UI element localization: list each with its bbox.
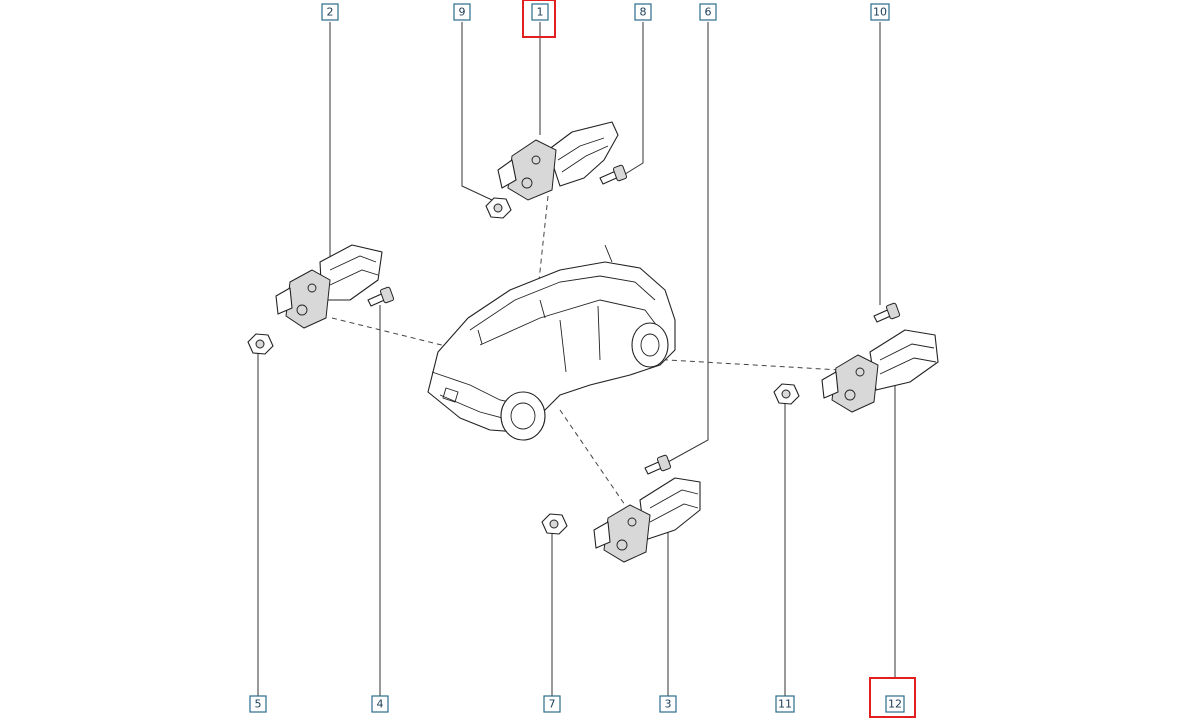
leader-lines (257, 22, 896, 696)
callout-10[interactable]: 10 (870, 3, 890, 21)
svg-text:12: 12 (888, 698, 902, 711)
door-check-strap-part-1 (497, 121, 619, 201)
svg-text:7: 7 (549, 698, 556, 711)
callout-labels: 1 2 3 4 5 6 7 8 (249, 0, 916, 718)
callout-8[interactable]: 8 (634, 3, 652, 21)
callout-1[interactable]: 1 (522, 0, 556, 38)
callout-11[interactable]: 11 (775, 695, 795, 713)
svg-text:9: 9 (459, 6, 466, 19)
callout-9[interactable]: 9 (453, 3, 471, 21)
svg-text:11: 11 (778, 698, 792, 711)
callout-12[interactable]: 12 (869, 677, 916, 718)
svg-text:2: 2 (327, 6, 334, 19)
bolt-part-10 (873, 302, 901, 323)
svg-text:5: 5 (255, 698, 262, 711)
nut-part-5 (247, 333, 274, 355)
svg-text:1: 1 (537, 6, 544, 19)
svg-text:4: 4 (377, 698, 384, 711)
svg-text:8: 8 (640, 6, 647, 19)
car-illustration (427, 244, 676, 441)
bolt-part-6 (644, 454, 672, 475)
callout-3[interactable]: 3 (659, 695, 677, 713)
bolt-part-8 (599, 164, 628, 185)
bolt-part-4 (367, 286, 395, 307)
callout-6[interactable]: 6 (699, 3, 717, 21)
door-check-strap-part-12 (821, 329, 939, 413)
callout-4[interactable]: 4 (371, 695, 389, 713)
callout-5[interactable]: 5 (249, 695, 267, 713)
nut-part-7 (541, 513, 568, 535)
callout-2[interactable]: 2 (321, 3, 339, 21)
callout-1-highlight (522, 0, 556, 38)
svg-text:3: 3 (665, 698, 672, 711)
door-check-strap-part-3 (593, 477, 701, 563)
nut-part-9 (485, 197, 512, 219)
svg-text:10: 10 (873, 6, 887, 19)
svg-text:6: 6 (705, 6, 712, 19)
callout-7[interactable]: 7 (543, 695, 561, 713)
door-check-strap-part-2 (275, 244, 383, 329)
callout-12-highlight (869, 677, 916, 718)
nut-part-11 (773, 383, 800, 405)
